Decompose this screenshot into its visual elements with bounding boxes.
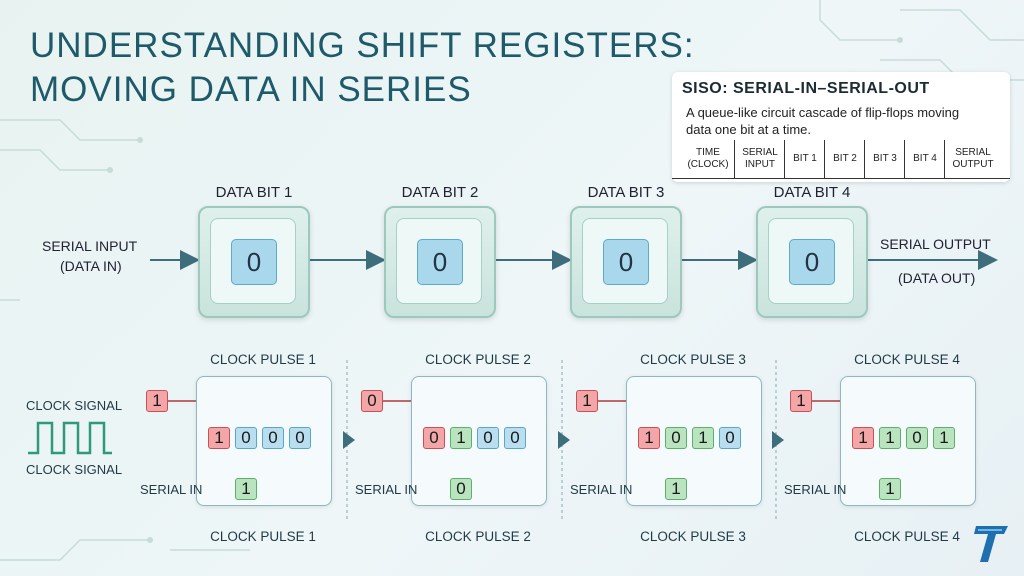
incoming-bit-1: 1	[146, 390, 168, 412]
serial-in-label-1: SERIAL IN	[140, 482, 203, 497]
incoming-bit-2: 0	[361, 390, 383, 412]
register-cell-1-3: 0	[262, 427, 284, 449]
register-cell-3-3: 1	[692, 427, 714, 449]
flip-flop-4: 0	[756, 206, 868, 318]
register-cell-4-2: 1	[879, 427, 901, 449]
flip-flop-3: 0	[570, 206, 682, 318]
serial-in-bit-4: 1	[879, 478, 901, 500]
flip-flop-2: 0	[384, 206, 496, 318]
register-cell-3-1: 1	[638, 427, 660, 449]
serial-input-sublabel: (DATA IN)	[60, 258, 122, 274]
register-cell-4-3: 0	[906, 427, 928, 449]
serial-output-sublabel: (DATA OUT)	[898, 270, 976, 286]
clock-pulse-1-title: CLOCK PULSE 1	[210, 352, 316, 367]
clock-pulse-2-title: CLOCK PULSE 2	[425, 352, 531, 367]
clock-pulse-1-footer: CLOCK PULSE 1	[210, 529, 316, 544]
serial-in-bit-2: 0	[450, 478, 472, 500]
clock-signal-label-top: CLOCK SIGNAL	[26, 398, 123, 413]
serial-in-bit-3: 1	[665, 478, 687, 500]
siso-info-panel: SISO: SERIAL-IN–SERIAL-OUT A queue-like …	[672, 72, 1010, 182]
serial-in-label-2: SERIAL IN	[355, 482, 418, 497]
serial-input-label: SERIAL INPUT	[42, 238, 138, 254]
flip-flop-1: 0	[198, 206, 310, 318]
panel-table-header	[672, 140, 1010, 179]
flip-flop-3-value: 0	[603, 239, 649, 285]
register-cell-2-2: 1	[450, 427, 472, 449]
page-title-line-1: UNDERSTANDING SHIFT REGISTERS:	[30, 26, 695, 65]
register-cell-3-4: 0	[719, 427, 741, 449]
data-bit-3-label: DATA BIT 3	[587, 184, 665, 201]
serial-in-bit-1: 1	[235, 478, 257, 500]
data-bit-4-label: DATA BIT 4	[773, 184, 851, 201]
col-bit-3: BIT 3	[864, 140, 905, 178]
incoming-bit-3: 1	[576, 390, 598, 412]
col-bit-1: BIT 1	[784, 140, 825, 178]
register-cell-1-2: 0	[235, 427, 257, 449]
clock-pulse-3-footer: CLOCK PULSE 3	[640, 529, 746, 544]
page-title-line-2: MOVING DATA IN SERIES	[30, 70, 472, 109]
panel-description: A queue-like circuit cascade of flip-flo…	[686, 105, 960, 137]
brand-logo-icon	[974, 526, 1008, 562]
serial-in-label-3: SERIAL IN	[570, 482, 633, 497]
register-cell-2-3: 0	[477, 427, 499, 449]
flip-flop-4-value: 0	[789, 239, 835, 285]
serial-in-label-4: SERIAL IN	[784, 482, 847, 497]
flip-flop-1-value: 0	[231, 239, 277, 285]
panel-title: SISO: SERIAL-IN–SERIAL-OUT	[682, 80, 930, 97]
clock-pulse-3-title: CLOCK PULSE 3	[640, 352, 746, 367]
incoming-bit-4: 1	[790, 390, 812, 412]
data-bit-1-label: DATA BIT 1	[215, 184, 293, 201]
clock-pulse-4-footer: CLOCK PULSE 4	[854, 529, 960, 544]
register-cell-1-4: 0	[289, 427, 311, 449]
clock-waveform	[28, 421, 112, 455]
data-bit-2-label: DATA BIT 2	[401, 184, 479, 201]
flip-flop-2-value: 0	[417, 239, 463, 285]
register-cell-2-1: 0	[423, 427, 445, 449]
register-cell-4-4: 1	[933, 427, 955, 449]
register-cell-4-1: 1	[852, 427, 874, 449]
register-cell-2-4: 0	[504, 427, 526, 449]
clock-pulse-4-title: CLOCK PULSE 4	[854, 352, 960, 367]
register-cell-3-2: 0	[665, 427, 687, 449]
col-bit-2: BIT 2	[824, 140, 865, 178]
register-cell-1-1: 1	[208, 427, 230, 449]
clock-signal-label-bottom: CLOCK SIGNAL	[26, 462, 123, 477]
col-time: TIME(CLOCK)	[687, 147, 729, 170]
serial-output-label: SERIAL OUTPUT	[880, 236, 991, 252]
col-bit-4: BIT 4	[904, 140, 945, 178]
clock-pulse-2-footer: CLOCK PULSE 2	[425, 529, 531, 544]
